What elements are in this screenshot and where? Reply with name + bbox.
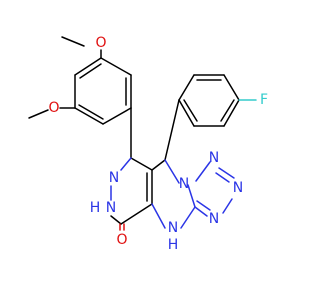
bond (151, 203, 166, 229)
atom-n-tetrazole-fused: N (179, 176, 189, 192)
bond (110, 215, 122, 225)
bond (151, 159, 166, 171)
bond (194, 206, 208, 217)
atom-o-methoxy-top: O (95, 35, 106, 51)
bond (183, 99, 198, 122)
bond (220, 99, 235, 122)
atom-labels: O O F N N H O N H N N N N (48, 35, 268, 253)
bond (195, 161, 211, 182)
atom-n-tetrazole-4: N (209, 211, 219, 227)
bond (215, 172, 230, 183)
atom-fluorine: F (260, 92, 268, 108)
bond (79, 63, 102, 79)
bond-lines (28, 36, 257, 231)
bond (222, 198, 233, 214)
atom-carbonyl-oxygen: O (116, 232, 127, 248)
bond (120, 203, 153, 225)
molecule-drawing: O O F N N H O N H N N N N (28, 35, 268, 253)
bond (74, 107, 104, 125)
atom-nh-pyridazine-hydrogen: H (90, 200, 101, 216)
bond (28, 109, 49, 119)
bond (61, 36, 85, 47)
bond (178, 74, 195, 101)
atom-o-methoxy-left: O (48, 100, 59, 116)
atom-n-tetrazole-3: N (233, 180, 243, 196)
bond (100, 57, 132, 76)
bond (120, 157, 132, 171)
atom-nh-pyridazine: N (106, 200, 116, 216)
atom-nh-bridge-hydrogen: H (168, 237, 179, 253)
bond (164, 99, 180, 161)
bond (223, 74, 240, 101)
bond (196, 200, 211, 211)
bond (180, 206, 196, 229)
bond (78, 104, 104, 120)
bond (130, 157, 153, 171)
bond (74, 57, 102, 76)
atom-n-pyridazine: N (109, 170, 119, 186)
structure-canvas: O O F N N H O N H N N N N (28, 35, 268, 253)
bond (178, 99, 195, 127)
bond (223, 99, 240, 127)
bond (187, 184, 196, 208)
bond (102, 107, 132, 125)
bond (164, 159, 180, 184)
atom-n-tetrazole-2: N (209, 150, 219, 166)
atom-nh-bridge: N (168, 220, 178, 236)
bond (218, 167, 235, 179)
